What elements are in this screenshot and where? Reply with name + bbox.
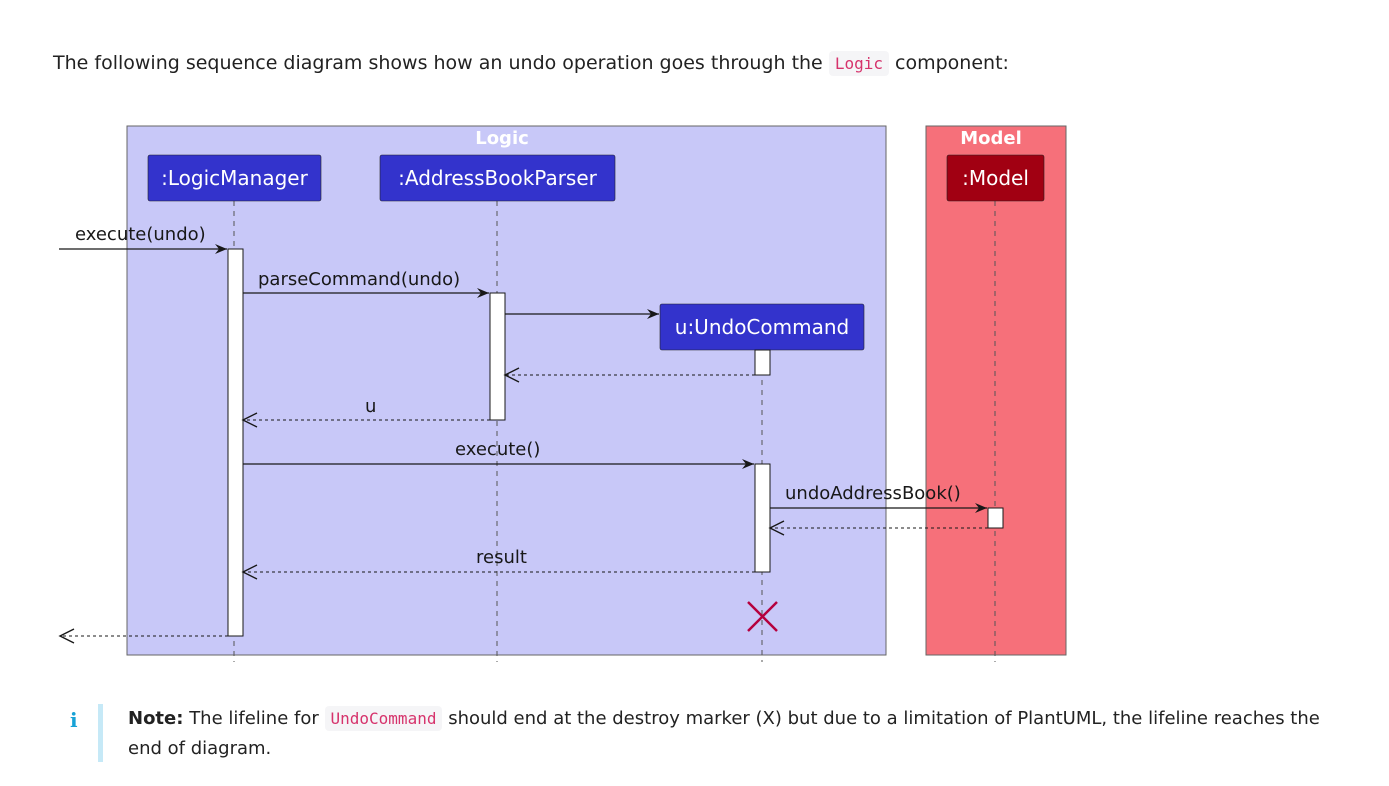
intro-text-before: The following sequence diagram shows how… xyxy=(53,52,823,74)
activation-model xyxy=(987,507,1004,529)
note-border xyxy=(98,704,103,762)
message-label-undoaddressbook: undoAddressBook() xyxy=(785,483,961,504)
intro-code-logic: Logic xyxy=(828,51,889,76)
note-heading: Note: xyxy=(128,708,184,729)
intro-text-after: component: xyxy=(895,52,1009,74)
participant-label-logicmanager: :LogicManager xyxy=(161,166,308,190)
message-label-result: result xyxy=(476,547,527,568)
message-label-u: u xyxy=(365,396,376,417)
note-text-after: should end at the destroy marker (X) but… xyxy=(128,708,1320,759)
group-box-model xyxy=(925,125,1067,656)
participant-label-model: :Model xyxy=(962,166,1029,190)
return-arrowhead-result xyxy=(241,564,258,580)
return-arrowhead-final xyxy=(58,628,75,644)
participant-label-undocommand: u:UndoCommand xyxy=(675,315,849,339)
group-label-logic: Logic xyxy=(475,128,529,149)
return-arrowhead-parser xyxy=(503,367,520,383)
info-icon: i xyxy=(70,708,78,732)
activation-addressbookparser xyxy=(489,292,506,421)
message-label-execute: execute() xyxy=(455,439,540,460)
intro-paragraph: The following sequence diagram shows how… xyxy=(53,49,1009,78)
activation-undocommand-execute xyxy=(754,463,771,573)
participant-box-logicmanager xyxy=(147,154,322,202)
return-arrowhead-model xyxy=(768,520,785,536)
participant-label-addressbookparser: :AddressBookParser xyxy=(398,166,598,190)
activation-undocommand-create xyxy=(754,349,771,376)
note-code-undocommand: UndoCommand xyxy=(324,706,443,731)
note-text: Note: The lifeline for UndoCommand shoul… xyxy=(128,704,1348,764)
activation-logicmanager xyxy=(227,248,244,637)
sequence-diagram: Logic Model :LogicManager :AddressBookPa… xyxy=(58,125,1067,662)
participant-box-model xyxy=(946,154,1045,202)
participant-box-addressbookparser xyxy=(379,154,616,202)
message-label-parsecommand: parseCommand(undo) xyxy=(258,269,460,290)
note-text-before: The lifeline for xyxy=(189,708,319,729)
note-admonition: i Note: The lifeline for UndoCommand sho… xyxy=(0,700,1389,770)
return-arrowhead-u xyxy=(241,412,258,428)
message-label-execute-undo: execute(undo) xyxy=(75,224,206,245)
group-label-model: Model xyxy=(960,128,1022,149)
destroy-marker xyxy=(747,601,778,632)
